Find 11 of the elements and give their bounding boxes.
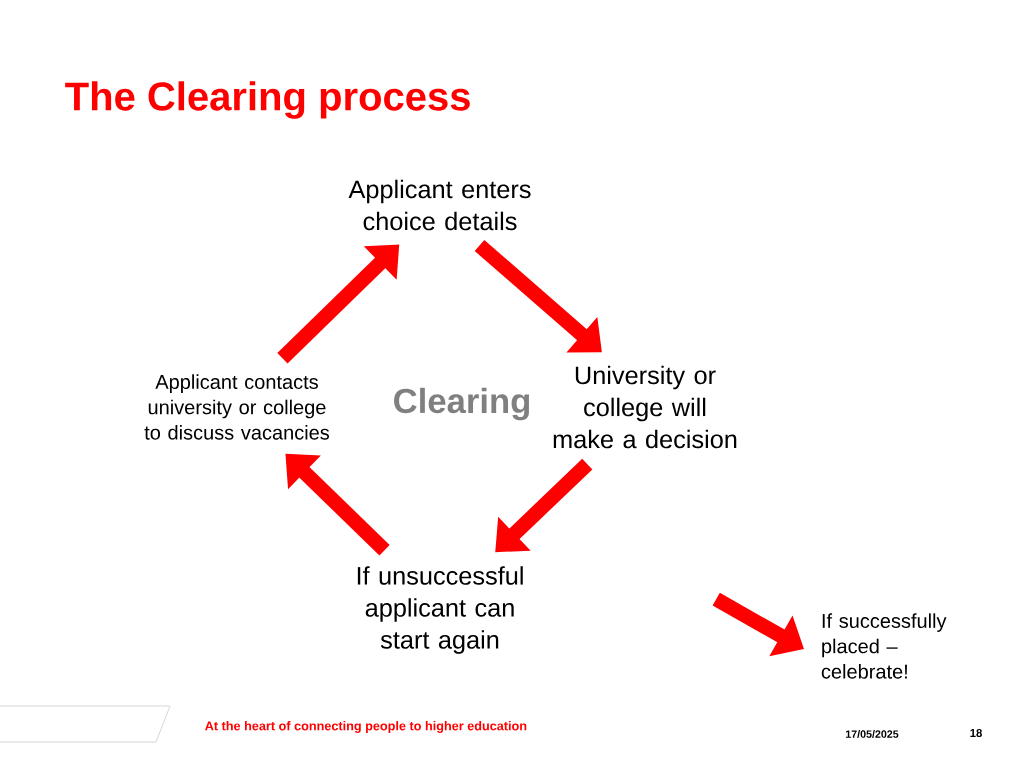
step-text: Applicant contacts university or college to discuss vacancies xyxy=(144,374,330,440)
title: The Clearing process xyxy=(65,81,470,119)
step-text: Applicant enters choice details xyxy=(348,179,531,231)
step-text: If unsuccessful applicant can start again xyxy=(357,566,523,654)
center-label: Clearing xyxy=(394,387,530,421)
block-arrow xyxy=(474,240,602,353)
page-number: 18 xyxy=(970,729,982,737)
step-text: If successfully placed – celebrate! xyxy=(821,613,947,679)
step-text: University or college will make a decision xyxy=(553,365,737,449)
date: 17/05/2025 xyxy=(846,730,899,738)
tagline: At the heart of connecting people to higher education xyxy=(205,721,527,733)
